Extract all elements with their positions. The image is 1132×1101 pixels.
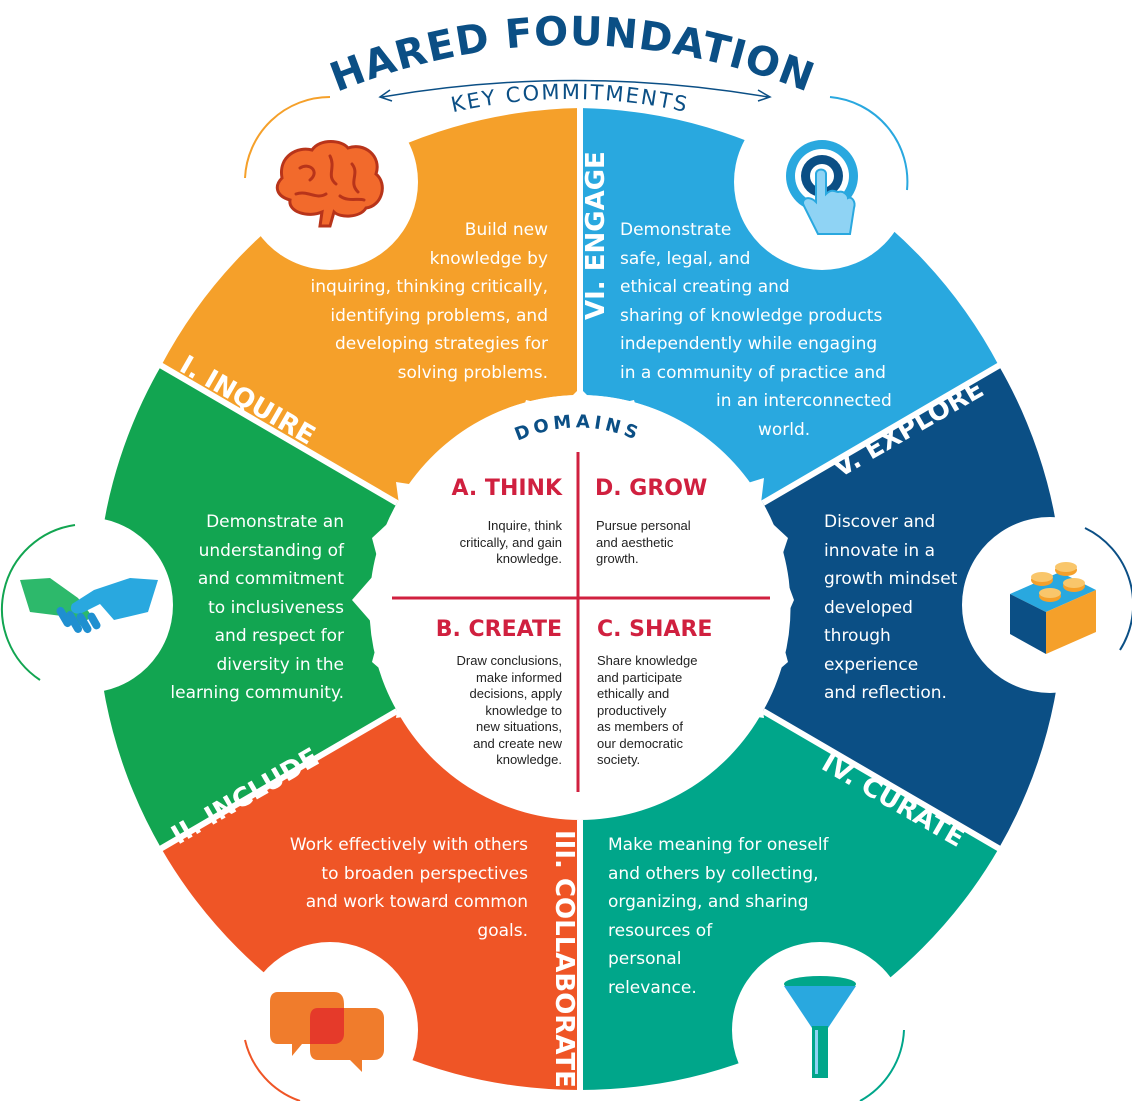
sector-inquire xyxy=(161,108,580,503)
foundation-label-collaborate: III. COLLABORATE xyxy=(549,830,579,1088)
foundation-label-engage: VI. ENGAGE xyxy=(581,151,611,320)
sector-curate xyxy=(580,711,999,1091)
commitments-arrow xyxy=(381,79,769,98)
domain-name-grow: D. GROW xyxy=(595,476,708,501)
domain-name-share: C. SHARE xyxy=(597,617,713,642)
sector-include xyxy=(96,366,398,848)
brain-icon xyxy=(275,140,384,228)
diagram-title: SHARED FOUNDATIONS xyxy=(0,0,821,101)
sector-collaborate xyxy=(161,711,580,1091)
speech-bubbles-icon xyxy=(270,992,384,1072)
building-block-icon xyxy=(1010,562,1096,654)
domain-name-think: A. THINK xyxy=(451,476,562,501)
touch-target-icon xyxy=(786,140,858,235)
sector-dividers xyxy=(153,100,1007,1098)
sector-engage xyxy=(580,108,999,503)
handshake-icon xyxy=(20,578,158,634)
funnel-icon xyxy=(784,976,856,1078)
domain-name-create: B. CREATE xyxy=(435,617,562,642)
sector-explore xyxy=(763,366,1064,848)
